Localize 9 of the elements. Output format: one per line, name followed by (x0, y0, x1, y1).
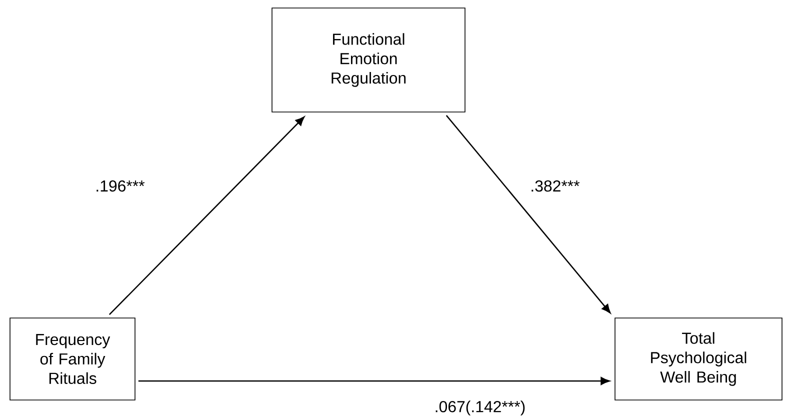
arrow (108, 116, 305, 316)
variable-box: Frequency of Family Rituals (10, 318, 136, 400)
arrow (138, 377, 610, 385)
variable-box: Total Psychological Well Being (614, 318, 782, 400)
edge-label: .196*** (96, 180, 145, 192)
edge-label: .067(.142***) (436, 400, 525, 416)
arrow (446, 114, 611, 314)
variable-box: Functional Emotion Regulation (272, 8, 466, 112)
edge-label: .382*** (532, 180, 580, 192)
